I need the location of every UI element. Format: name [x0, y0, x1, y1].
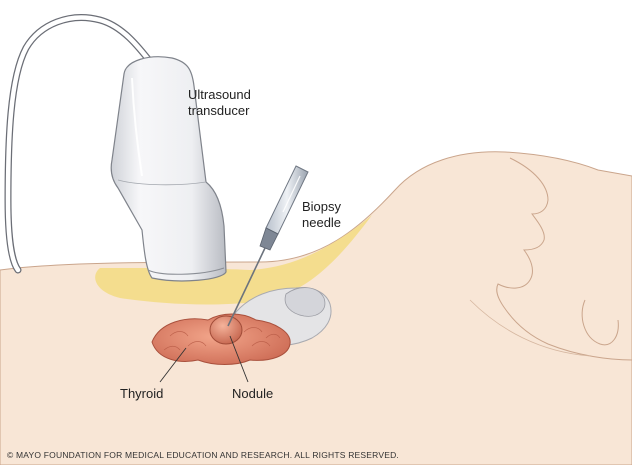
- ultrasound-transducer: [110, 56, 227, 282]
- leader-lines: [159, 335, 249, 383]
- label-biopsy-needle-line2: needle: [302, 215, 341, 230]
- label-nodule: Nodule: [232, 386, 273, 401]
- fat-layer: [95, 215, 373, 305]
- biopsy-needle: [227, 165, 309, 327]
- label-ultrasound-transducer-line2: transducer: [188, 103, 250, 118]
- label-thyroid: Thyroid: [120, 386, 163, 401]
- larynx: [284, 287, 326, 317]
- label-ultrasound-transducer-line1: Ultrasound: [188, 87, 251, 102]
- jaw-line: [469, 299, 591, 357]
- nodule: [209, 315, 243, 345]
- thyroid-lobule-texture: [163, 327, 281, 351]
- face-profile: [496, 157, 632, 361]
- ear: [581, 299, 619, 346]
- copyright-notice: © MAYO FOUNDATION FOR MEDICAL EDUCATION …: [7, 450, 399, 460]
- label-biopsy-needle-line1: Biopsy: [302, 199, 342, 214]
